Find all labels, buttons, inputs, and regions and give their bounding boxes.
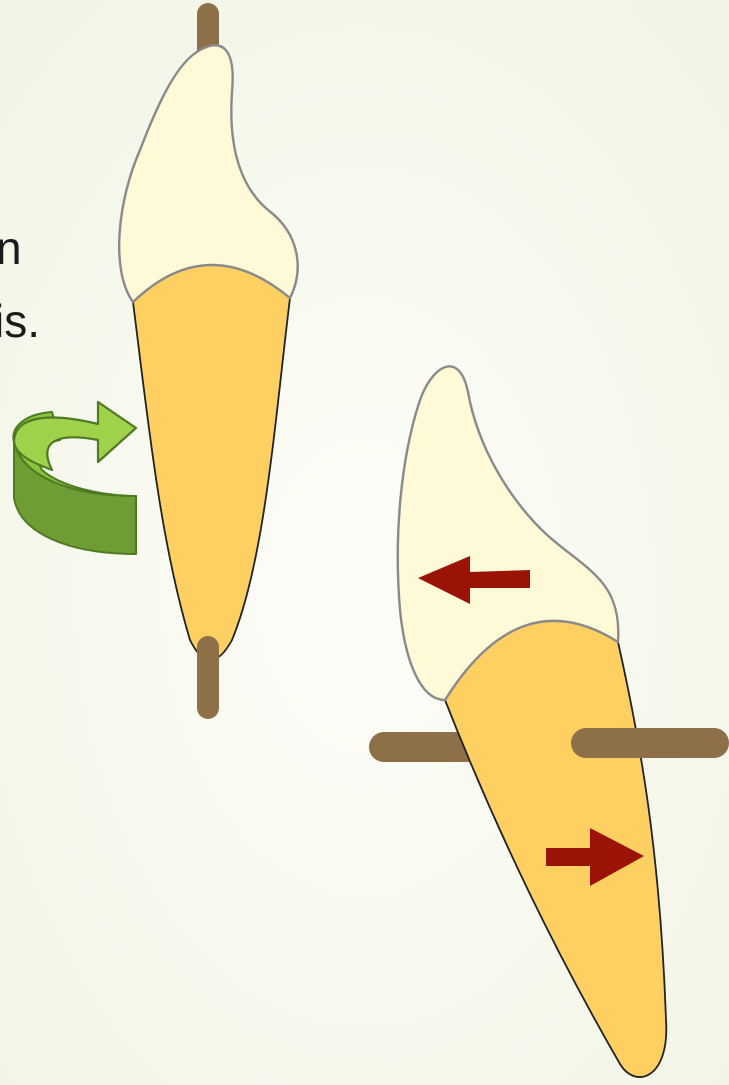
slide-text-line-2: is.	[0, 295, 40, 347]
slide-text-line-1: n	[0, 222, 22, 274]
